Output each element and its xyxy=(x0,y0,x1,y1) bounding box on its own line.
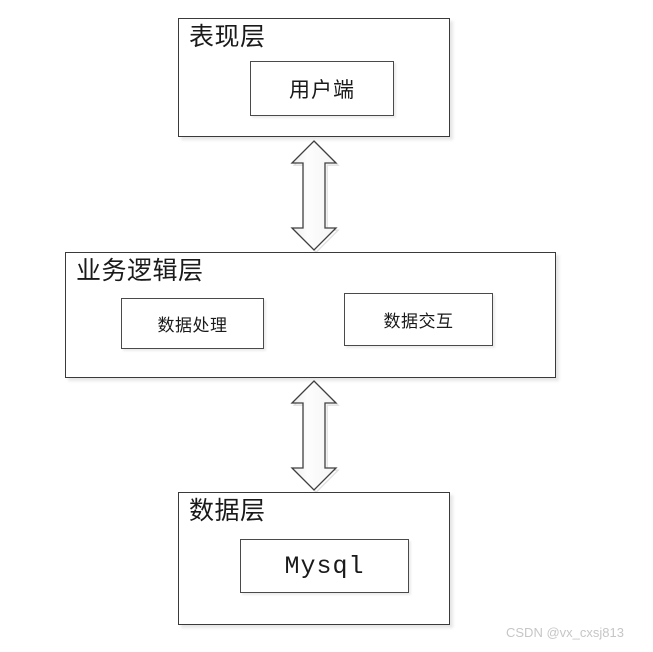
layer-title-data: 数据层 xyxy=(189,498,266,525)
layer-box-data: 数据层 Mysql xyxy=(178,492,450,625)
double-arrow-vertical-icon xyxy=(290,380,340,494)
component-label-data-processing: 数据处理 xyxy=(157,316,228,335)
layer-title-presentation: 表现层 xyxy=(189,24,266,51)
connector-business-to-data xyxy=(289,379,340,494)
layer-title-business-logic: 业务逻辑层 xyxy=(76,258,204,285)
layer-box-presentation: 表现层 用户端 xyxy=(178,18,450,137)
component-box-mysql: Mysql xyxy=(240,539,409,593)
connector-presentation-to-business xyxy=(289,139,340,254)
layer-box-business-logic: 业务逻辑层 数据处理 数据交互 xyxy=(65,252,556,378)
component-label-client: 用户端 xyxy=(289,77,355,102)
component-label-data-interaction: 数据交互 xyxy=(383,312,454,331)
double-arrow-vertical-icon xyxy=(290,140,340,254)
component-box-client: 用户端 xyxy=(250,61,394,116)
component-box-data-processing: 数据处理 xyxy=(121,298,264,349)
watermark-text: CSDN @vx_cxsj813 xyxy=(506,625,624,640)
component-label-mysql: Mysql xyxy=(284,551,365,581)
component-box-data-interaction: 数据交互 xyxy=(344,293,493,346)
